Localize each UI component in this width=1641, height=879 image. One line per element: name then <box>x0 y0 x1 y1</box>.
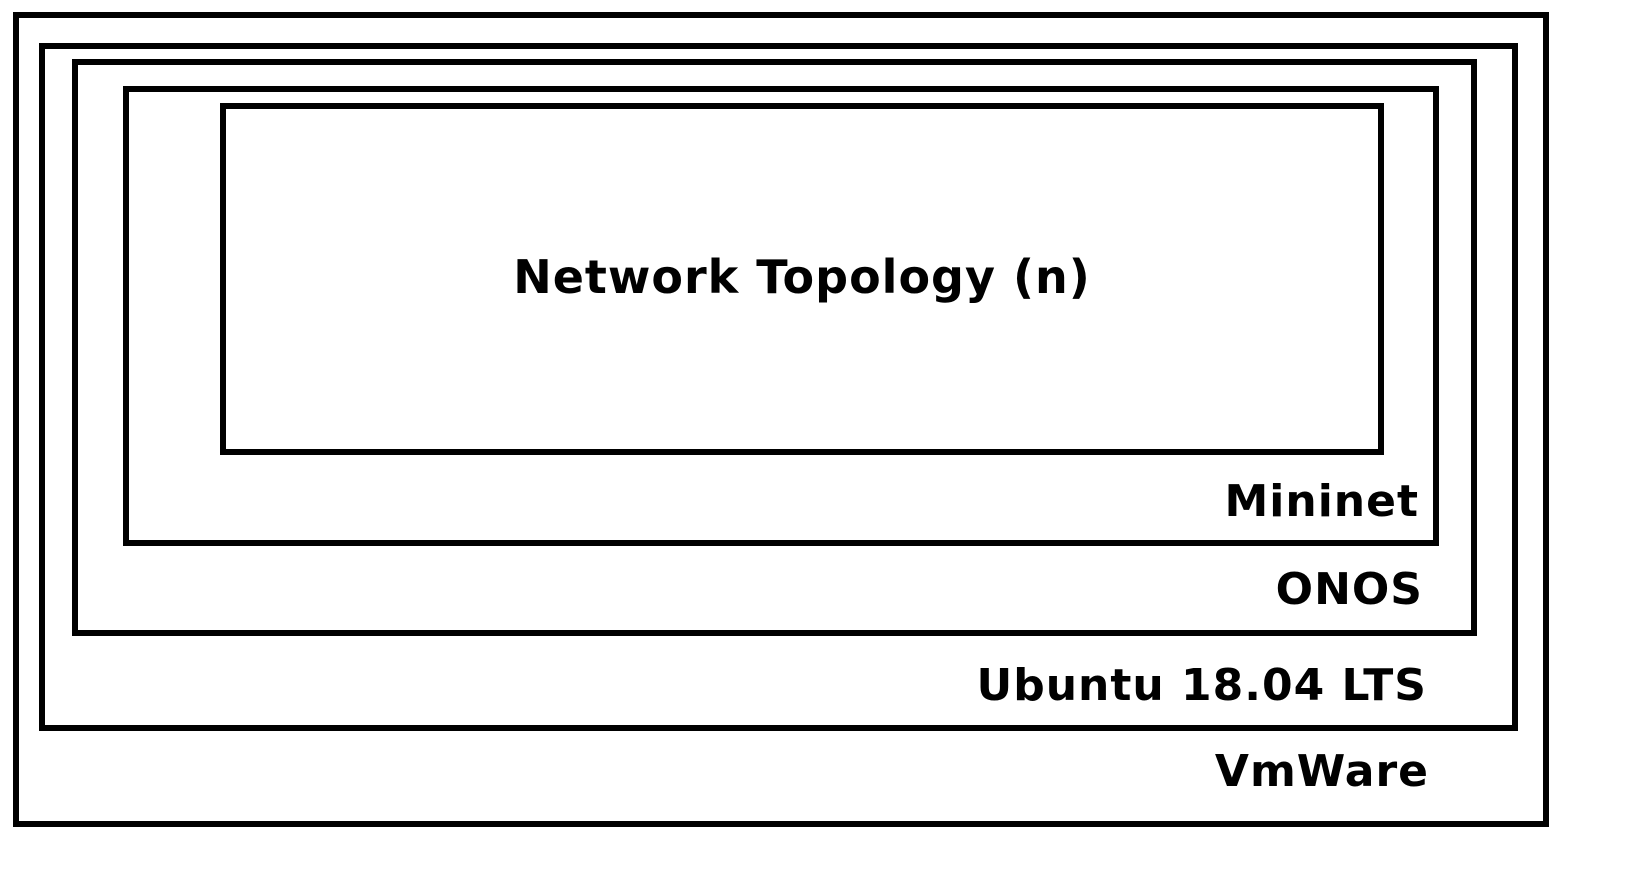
layer-mininet-box <box>123 86 1439 546</box>
ubuntu-label: Ubuntu 18.04 LTS <box>976 660 1427 711</box>
onos-label: ONOS <box>1275 564 1423 615</box>
layer-vmware-box <box>13 12 1549 827</box>
layer-onos-box <box>72 59 1477 636</box>
mininet-label: Mininet <box>1224 476 1419 527</box>
layer-network-topology-box <box>220 103 1384 455</box>
vmware-label: VmWare <box>1214 746 1429 797</box>
network-topology-label: Network Topology (n) <box>513 250 1091 304</box>
layer-ubuntu-box <box>39 43 1518 731</box>
